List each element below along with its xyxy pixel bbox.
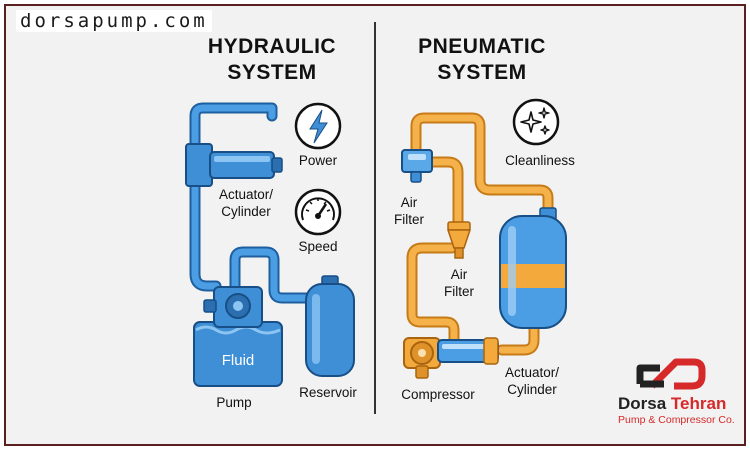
brand-name-part2: Tehran	[670, 394, 727, 413]
site-url: dorsapump.com	[16, 10, 212, 32]
air-filter-1-label-line1: Air	[400, 195, 418, 210]
pneumatic-actuator-label: Actuator/ Cylinder	[496, 364, 568, 398]
pump-label: Pump	[216, 395, 252, 410]
pneumatic-title-line2: SYSTEM	[437, 61, 527, 84]
hydraulic-actuator-label-line1: Actuator/	[218, 187, 274, 202]
fluid-label: Fluid	[221, 352, 255, 369]
pneumatic-pipes	[406, 112, 554, 356]
compressor	[403, 337, 441, 379]
pneumatic-title-line1: PNEUMATIC	[418, 35, 546, 58]
hydraulic-actuator	[185, 143, 283, 187]
diagram-graphics	[4, 4, 746, 446]
brand-name: Dorsa Tehran	[618, 394, 726, 414]
air-filter-1-label: Air Filter	[386, 194, 432, 228]
pneumatic-actuator-label-line2: Cylinder	[507, 382, 557, 397]
cleanliness-label: Cleanliness	[505, 153, 575, 168]
hydraulic-actuator-label: Actuator/ Cylinder	[212, 186, 280, 220]
brand-subtitle: Pump & Compressor Co.	[618, 414, 735, 426]
power-icon	[294, 102, 342, 150]
hydraulic-title-line1: HYDRAULIC	[207, 35, 337, 58]
air-filter-2-label-line1: Air	[450, 267, 468, 282]
hydraulic-pipes	[189, 102, 328, 304]
air-filter-1	[401, 149, 433, 183]
gauge-icon	[294, 188, 342, 236]
power-label: Power	[298, 153, 338, 168]
hydraulic-title-line2: SYSTEM	[227, 61, 317, 84]
compressor-label: Compressor	[401, 387, 475, 402]
speed-label: Speed	[298, 239, 338, 254]
air-filter-2-label: Air Filter	[436, 266, 482, 300]
pneumatic-actuator-label-line1: Actuator/	[504, 365, 560, 380]
pneumatic-tank	[499, 207, 567, 329]
hydraulic-actuator-label-line2: Cylinder	[221, 204, 271, 219]
hydraulic-reservoir	[305, 275, 355, 377]
dorsa-tehran-logo-icon	[636, 358, 706, 390]
sparkles-icon	[512, 98, 560, 146]
air-filter-2	[446, 221, 472, 259]
diagram-frame: dorsapump.com HYDRAULIC SYSTEM PNEUMATIC…	[4, 4, 746, 446]
hydraulic-title: HYDRAULIC SYSTEM	[162, 34, 382, 86]
pneumatic-title: PNEUMATIC SYSTEM	[372, 34, 592, 86]
air-filter-2-label-line2: Filter	[444, 284, 474, 299]
pneumatic-actuator	[437, 337, 499, 365]
brand-name-part1: Dorsa	[618, 394, 667, 413]
reservoir-label: Reservoir	[299, 385, 357, 400]
hydraulic-pump	[203, 286, 263, 328]
air-filter-1-label-line2: Filter	[394, 212, 424, 227]
